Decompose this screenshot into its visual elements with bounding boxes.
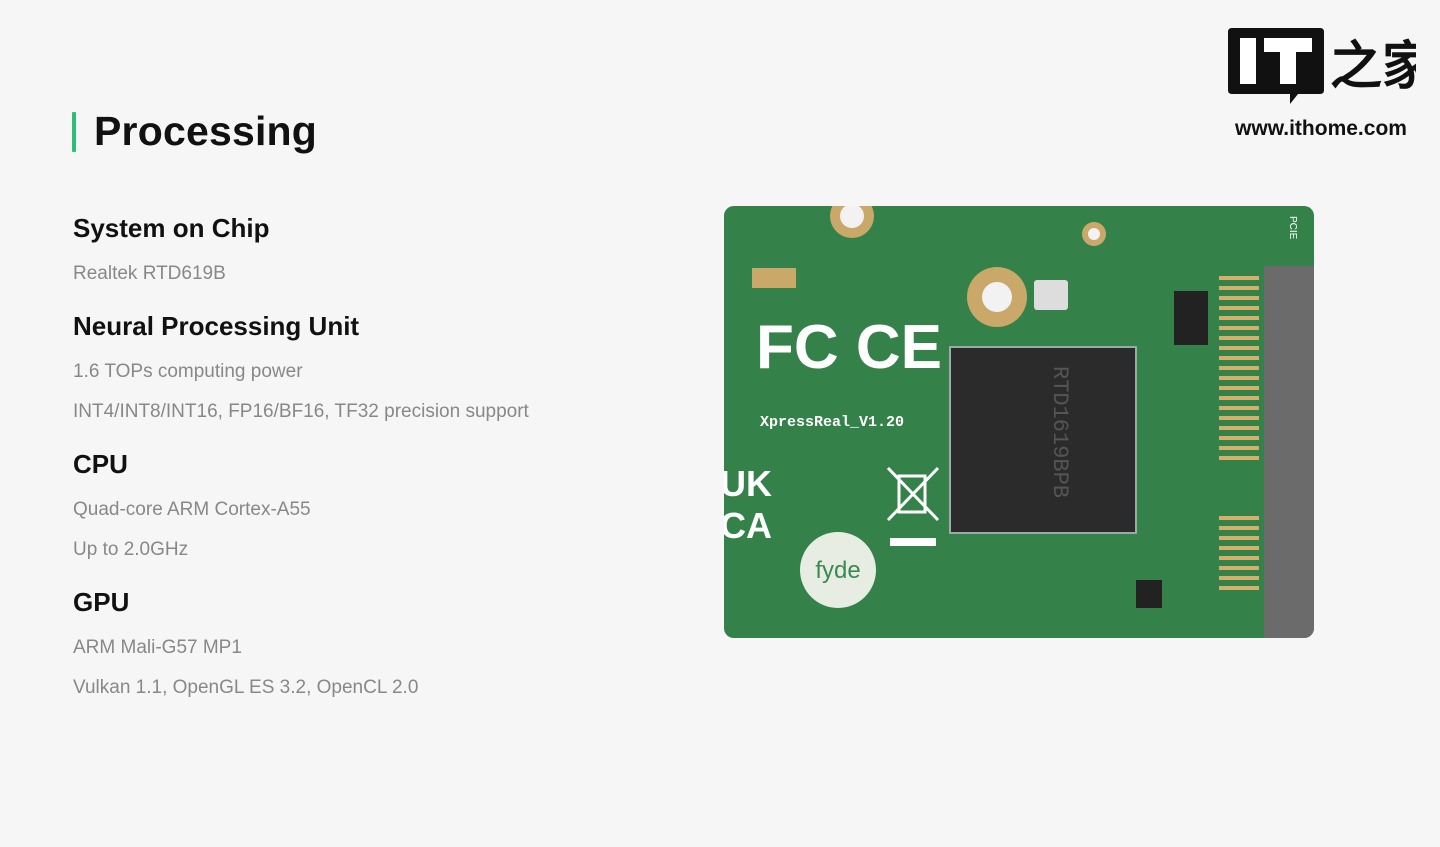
spec-line: INT4/INT8/INT16, FP16/BF16, TF32 precisi… xyxy=(73,401,529,422)
spec-heading: Neural Processing Unit xyxy=(73,311,360,341)
spec-list: System on Chip Realtek RTD619B Neural Pr… xyxy=(73,208,529,720)
ca-mark: CA xyxy=(724,505,772,546)
page-title: Processing xyxy=(94,108,318,154)
watermark: 之家 www.ithome.com xyxy=(1226,26,1434,141)
ithome-logo: 之家 xyxy=(1228,28,1434,104)
spec-heading: CPU xyxy=(73,449,128,479)
pcb-illustration: RTD1619BPB FC CE XpressReal_V1.20 UK CA … xyxy=(724,206,1314,638)
section-title: Processing xyxy=(72,108,317,155)
chip-label: RTD1619BPB xyxy=(1047,366,1072,498)
board-image: RTD1619BPB FC CE XpressReal_V1.20 UK CA … xyxy=(724,206,1314,638)
pcie-label: PCIE xyxy=(1287,216,1298,240)
spec-line: 1.6 TOPs computing power xyxy=(73,361,303,382)
uk-mark: UK xyxy=(724,463,772,504)
spec-soc: System on Chip Realtek RTD619B xyxy=(73,208,529,294)
spec-gpu: GPU ARM Mali-G57 MP1 Vulkan 1.1, OpenGL … xyxy=(73,582,529,708)
silkscreen-version: XpressReal_V1.20 xyxy=(760,414,904,431)
svg-text:之家: 之家 xyxy=(1330,37,1416,97)
spec-cpu: CPU Quad-core ARM Cortex-A55 Up to 2.0GH… xyxy=(73,444,529,570)
accent-bar xyxy=(72,111,76,152)
spec-npu: Neural Processing Unit 1.6 TOPs computin… xyxy=(73,306,529,432)
spec-line: Vulkan 1.1, OpenGL ES 3.2, OpenCL 2.0 xyxy=(73,677,419,698)
watermark-url: www.ithome.com xyxy=(1235,117,1407,140)
certification-marks: FC CE xyxy=(756,313,942,382)
spec-line: Realtek RTD619B xyxy=(73,263,226,284)
spec-line: Up to 2.0GHz xyxy=(73,539,189,560)
weee-bin-icon xyxy=(886,466,940,522)
spec-heading: GPU xyxy=(73,587,130,617)
spec-line: Quad-core ARM Cortex-A55 xyxy=(73,499,311,520)
spec-line: ARM Mali-G57 MP1 xyxy=(73,637,242,658)
spec-heading: System on Chip xyxy=(73,213,270,243)
fyde-badge: fyde xyxy=(815,557,860,584)
